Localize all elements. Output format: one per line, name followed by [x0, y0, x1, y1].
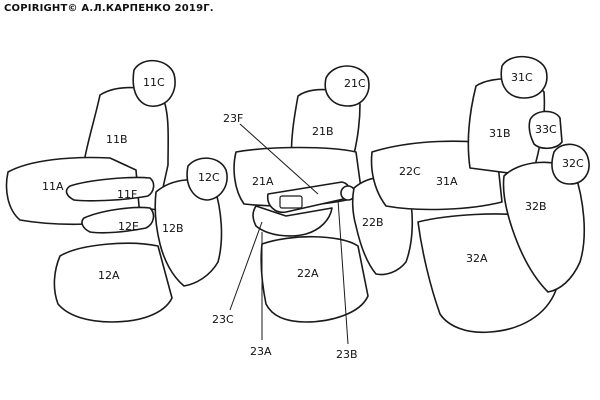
label-23a: 23A: [250, 345, 272, 358]
label-23f: 23F: [223, 112, 243, 125]
label-33c: 33C: [535, 123, 557, 136]
label-12c: 12C: [198, 171, 220, 184]
part-11c-headrest: [132, 59, 176, 107]
part-12a-cushion: [53, 242, 173, 323]
label-11a: 11A: [42, 180, 64, 193]
leader-23f: [239, 123, 319, 195]
label-32b: 32B: [525, 200, 547, 213]
label-32a: 32A: [466, 252, 488, 265]
part-32c-headrest: [551, 143, 590, 185]
label-22c: 22C: [399, 165, 421, 178]
label-31b: 31B: [489, 127, 511, 140]
leader-23c: [229, 221, 263, 311]
label-22a: 22A: [297, 267, 319, 280]
label-12e: 12E: [118, 220, 139, 233]
part-12e-armrest: [81, 206, 155, 234]
part-21c-headrest: [324, 65, 370, 107]
copyright-notice: COPIRIGHT© А.Л.КАРПЕНКО 2019Г.: [4, 3, 214, 14]
leader-23b: [337, 199, 349, 345]
label-23c: 23C: [212, 313, 234, 326]
label-21c: 21C: [344, 77, 366, 90]
label-11c: 11C: [143, 76, 165, 89]
label-12b: 12B: [162, 222, 184, 235]
label-23b: 23B: [336, 348, 358, 361]
label-31a: 31A: [436, 175, 458, 188]
part-33c-headrest: [528, 110, 563, 150]
part-22a-cushion: [260, 235, 369, 323]
label-31c: 31C: [511, 71, 533, 84]
label-32c: 32C: [562, 157, 584, 170]
part-23f-lid-panel: [279, 195, 303, 209]
part-23c-console-side: [252, 205, 333, 237]
part-11f-armrest: [65, 176, 155, 202]
label-21b: 21B: [312, 125, 334, 138]
label-11f: 11F: [117, 188, 137, 201]
label-11b: 11B: [106, 133, 128, 146]
part-12c-headrest: [186, 157, 228, 201]
label-12a: 12A: [98, 269, 120, 282]
label-21a: 21A: [252, 175, 274, 188]
part-31c-headrest: [500, 55, 548, 99]
label-22b: 22B: [362, 216, 384, 229]
